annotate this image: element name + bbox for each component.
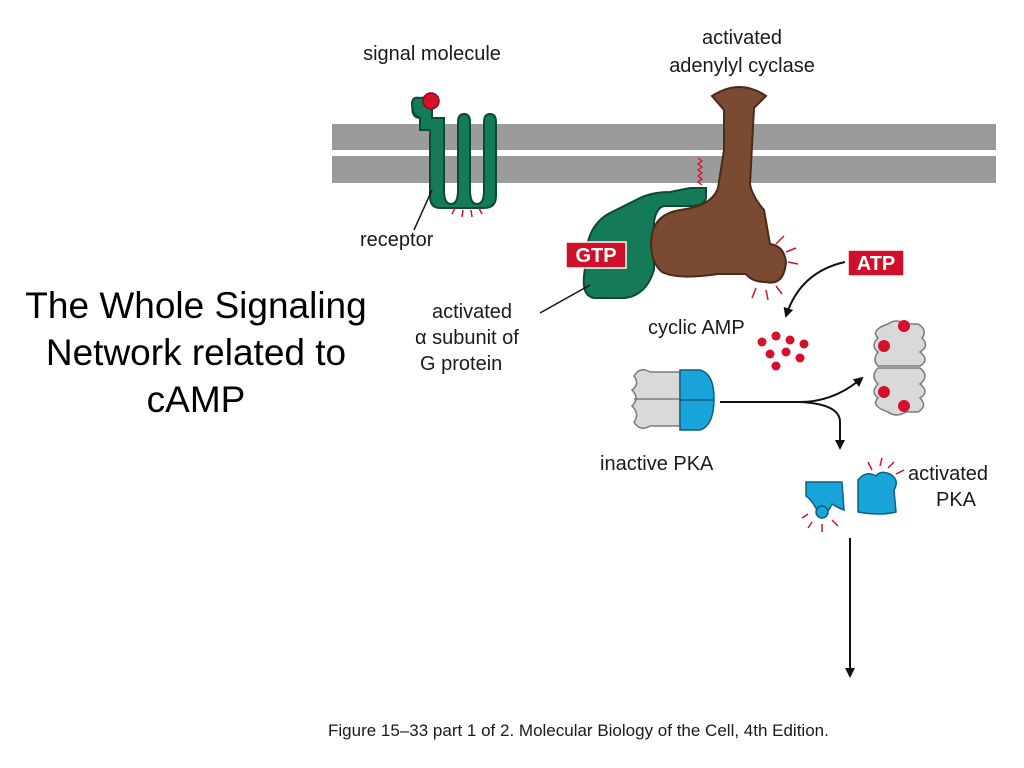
atp-to-camp-arrow [783, 261, 846, 318]
activated-pka-label-line-2: PKA [936, 489, 977, 511]
receptor-label: receptor [360, 229, 434, 251]
receptor-protein [410, 92, 497, 218]
activated-pka [801, 457, 905, 532]
figure-caption: Figure 15–33 part 1 of 2. Molecular Biol… [328, 721, 829, 740]
atp-label: ATP [857, 253, 896, 275]
alpha-leader-line [539, 284, 591, 314]
inactive-pka-label: inactive PKA [600, 453, 714, 475]
alpha-label-line-3: G protein [420, 353, 502, 375]
adenylyl-cyclase-protein [650, 86, 799, 301]
inactive-pka [630, 369, 715, 431]
pka-release-arrow [799, 401, 845, 450]
camp-molecules [757, 331, 809, 371]
signal-molecule-dot [422, 92, 440, 110]
slide-title: The Whole Signaling Network related to c… [6, 282, 386, 423]
lipid-anchor [696, 157, 704, 186]
alpha-label-line-2: α subunit of [415, 327, 519, 349]
cyclase-activity-rays [751, 235, 799, 301]
gtp-label: GTP [575, 245, 616, 267]
regulatory-subunits-bound-camp [873, 320, 927, 416]
title-line-2: Network related to [45, 332, 347, 373]
gtp-tag: GTP [565, 241, 627, 269]
activated-pka-label-line-1: activated [908, 463, 988, 485]
receptor-activity-rays [451, 207, 483, 218]
cyclic-amp-label: cyclic AMP [648, 317, 745, 339]
alpha-label-line-1: activated [432, 301, 512, 323]
atp-tag: ATP [847, 249, 905, 277]
g-protein-alpha-subunit [582, 157, 707, 299]
adenylyl-cyclase-label-line-2: adenylyl cyclase [669, 55, 815, 77]
adenylyl-cyclase-label-line-1: activated [702, 27, 782, 49]
receptor-leader-line [413, 189, 433, 231]
title-line-1: The Whole Signaling [25, 285, 367, 326]
title-line-3: cAMP [146, 379, 246, 420]
signal-molecule-label: signal molecule [363, 43, 501, 65]
activated-pka-rays [801, 457, 905, 532]
camp-binding-arrow [720, 376, 864, 403]
